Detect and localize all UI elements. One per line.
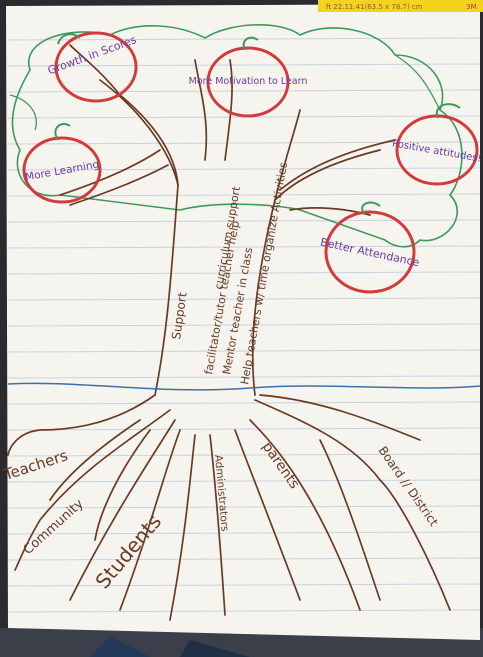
strip-corner-logo: 3M — [466, 3, 477, 11]
leaf-icon — [54, 122, 71, 141]
apple-outline — [324, 210, 416, 294]
apple-outline — [54, 31, 138, 103]
shoe-shape — [90, 636, 150, 657]
chart-paper — [6, 4, 480, 640]
apple-outline — [206, 46, 290, 118]
apple-outline — [22, 136, 102, 204]
leaf-icon — [435, 103, 461, 119]
strip-text: ft 22.11.41(63.5 x 78.7) cm — [326, 3, 423, 11]
tree-trunk — [59, 44, 396, 396]
leaf-icon — [57, 33, 81, 45]
canopy-scribble — [9, 94, 37, 131]
apple-label-motivation: More Motivation to Learn — [189, 76, 308, 87]
shoe-shape — [180, 640, 250, 657]
apple-motivation: More Motivation to Learn — [189, 36, 308, 118]
ground-line — [7, 382, 481, 391]
leaf-icon — [361, 201, 381, 215]
sticky-strip — [318, 0, 483, 12]
leaf-icon — [242, 36, 259, 51]
tree-roots — [7, 394, 451, 621]
trunk-label-support: Support — [169, 291, 190, 340]
canopy-scribble — [394, 54, 441, 111]
